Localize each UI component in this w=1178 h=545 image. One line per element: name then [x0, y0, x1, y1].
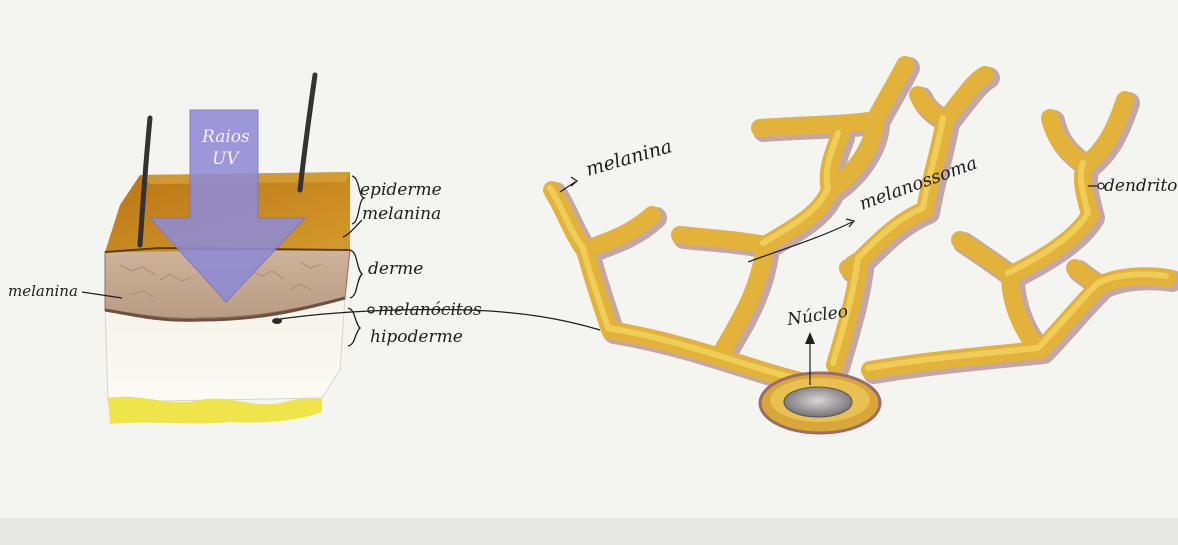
label-melanin-left: melanina	[8, 282, 78, 300]
label-melanin-right: melanina	[362, 204, 441, 224]
label-epidermis: epiderme	[360, 180, 442, 200]
label-hypodermis: hipoderme	[370, 327, 463, 347]
label-dendrite: dendrito	[1104, 176, 1177, 196]
nucleus	[784, 387, 852, 417]
uv-label-line2: UV	[212, 149, 240, 169]
label-melanocytes: melanócitos	[378, 300, 482, 320]
scan-bottom-edge	[0, 518, 1178, 545]
label-dermis: derme	[368, 259, 423, 279]
uv-label-line1: Raios	[201, 127, 250, 147]
